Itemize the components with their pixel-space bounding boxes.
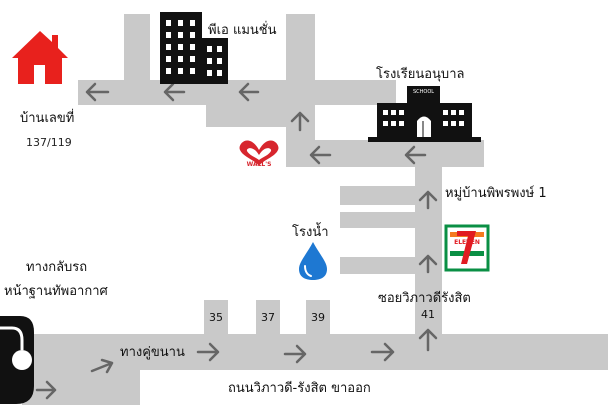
condo-label: พีเอ แมนชั่น	[208, 23, 277, 38]
seven-eleven-logo-icon	[444, 224, 490, 272]
arrow-icon	[418, 254, 438, 274]
branch-road-3	[340, 257, 417, 274]
arrow-icon	[163, 82, 186, 102]
connector-road	[206, 103, 290, 127]
soi-number-label: 37	[261, 311, 275, 324]
school-icon	[368, 86, 481, 142]
arrow-icon	[290, 111, 310, 132]
arrow-icon	[238, 82, 260, 102]
u-turn-icon	[0, 316, 34, 404]
arrow-icon	[418, 190, 438, 210]
house-label: บ้านเลขที่	[20, 111, 75, 126]
arrow-icon	[90, 358, 114, 374]
building-icon	[160, 12, 228, 84]
main-road	[22, 334, 608, 370]
school-sign-label: SCHOOL	[412, 89, 435, 95]
soi-39	[306, 300, 330, 336]
arrow-icon	[85, 82, 110, 102]
arrow-icon	[404, 145, 427, 165]
vertical-road-left	[124, 14, 150, 84]
main-road-lower	[22, 370, 140, 405]
u-turn-label-line2: หน้าฐานทัพอากาศ	[4, 284, 108, 299]
arrow-icon	[283, 344, 307, 364]
water-plant-label: โรงน้ำ	[292, 225, 329, 240]
arrow-icon	[418, 328, 438, 352]
branch-road-2	[340, 212, 417, 228]
walls-logo-icon	[239, 140, 279, 166]
arrow-icon	[370, 342, 395, 362]
arrow-icon	[196, 342, 220, 362]
roads	[22, 14, 608, 405]
soi-number-label: 39	[311, 311, 325, 324]
top-road	[78, 80, 396, 105]
soi-vibhavadi-41	[415, 140, 442, 336]
house-number-label: 137/119	[26, 136, 72, 149]
school-road	[286, 140, 484, 167]
soi-37	[256, 300, 280, 336]
soi-road-label: ซอยวิภาวดีรังสิต	[378, 291, 471, 306]
house-icon	[12, 31, 68, 84]
parallel-road-label: ทางคู่ขนาน	[120, 345, 185, 360]
arrow-icon	[309, 145, 332, 165]
main-road-label: ถนนวิภาวดี-รังสิต ขาออก	[228, 381, 371, 396]
arrow-icon	[35, 380, 57, 400]
walls-brand-label: WALL'S	[246, 161, 272, 168]
water-drop-icon	[299, 242, 327, 280]
branch-road-1	[340, 186, 417, 205]
soi-number-label: 35	[209, 311, 223, 324]
village-label: หมู่บ้านพิพรพงษ์ 1	[445, 186, 547, 201]
soi-number-label: 41	[421, 308, 435, 321]
u-turn-label-line1: ทางกลับรถ	[26, 260, 88, 275]
seven-eleven-brand-label: ELEVEN	[454, 239, 480, 246]
school-label: โรงเรียนอนุบาล	[376, 67, 465, 82]
direction-arrows	[35, 82, 438, 400]
soi-35	[204, 300, 228, 336]
